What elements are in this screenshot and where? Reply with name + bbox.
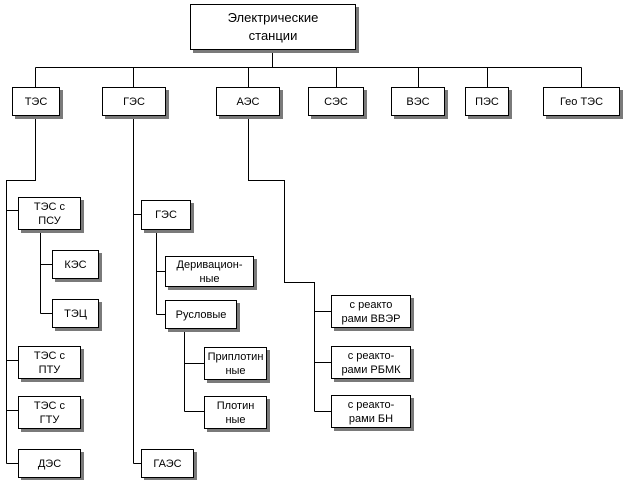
node-priplotinnye: Приплотин ные — [204, 347, 267, 380]
node-root-label: Электрические станции — [227, 10, 319, 43]
node-aes-label: АЭС — [236, 95, 260, 108]
node-tes: ТЭС — [12, 87, 60, 116]
node-rbmk-label: с реакто- рами РБМК — [341, 349, 401, 376]
node-ges-sub: ГЭС — [141, 200, 191, 230]
node-tes-psu-label: ТЭС с ПСУ — [33, 200, 66, 227]
node-rbmk: с реакто- рами РБМК — [331, 346, 411, 379]
node-plotinnye: Плотин ные — [204, 396, 267, 429]
connector-aes-trunk — [248, 116, 315, 412]
node-tes-gtu-label: ТЭС с ГТУ — [33, 399, 66, 426]
node-priplotinnye-label: Приплотин ные — [207, 350, 264, 377]
node-kes-label: КЭС — [64, 258, 87, 271]
node-pes-label: ПЭС — [475, 95, 499, 108]
node-ges: ГЭС — [102, 87, 166, 116]
node-ses: СЭС — [308, 87, 364, 116]
node-aes: АЭС — [216, 87, 280, 116]
node-tes-gtu: ТЭС с ГТУ — [18, 396, 81, 429]
node-tec: ТЭЦ — [52, 299, 99, 328]
node-derivation: Деривацион- ные — [165, 256, 254, 287]
node-gaes-label: ГАЭС — [153, 457, 182, 470]
node-tec-label: ТЭЦ — [64, 307, 87, 320]
node-geotes-label: Гео ТЭС — [559, 95, 604, 108]
node-plotinnye-label: Плотин ные — [216, 399, 255, 426]
node-ruslovye: Русловые — [165, 300, 237, 329]
node-tes-ptu: ТЭС с ПТУ — [18, 346, 81, 379]
node-ruslovye-label: Русловые — [175, 308, 227, 321]
node-tes-ptu-label: ТЭС с ПТУ — [33, 349, 66, 376]
node-ges-sub-label: ГЭС — [155, 209, 177, 221]
node-vver-label: с реакто рами ВВЭР — [341, 298, 401, 325]
node-ves: ВЭС — [391, 87, 445, 116]
node-tes-psu: ТЭС с ПСУ — [18, 197, 81, 230]
node-kes: КЭС — [52, 250, 99, 279]
node-tes-label: ТЭС — [24, 95, 48, 108]
node-bn: с реакто- рами БН — [331, 395, 411, 428]
node-gaes: ГАЭС — [141, 449, 194, 478]
node-ges-label: ГЭС — [123, 95, 145, 108]
node-des-label: ДЭС — [37, 457, 62, 470]
node-root: Электрические станции — [190, 4, 356, 50]
node-derivation-label: Деривацион- ные — [176, 258, 243, 285]
connector-tes-trunk — [6, 116, 36, 464]
node-pes: ПЭС — [465, 87, 509, 116]
node-ves-label: ВЭС — [406, 95, 430, 108]
node-bn-label: с реакто- рами БН — [347, 398, 395, 425]
node-ses-label: СЭС — [324, 95, 348, 108]
node-vver: с реакто рами ВВЭР — [331, 295, 411, 328]
node-geotes: Гео ТЭС — [543, 87, 620, 116]
node-des: ДЭС — [18, 449, 81, 478]
